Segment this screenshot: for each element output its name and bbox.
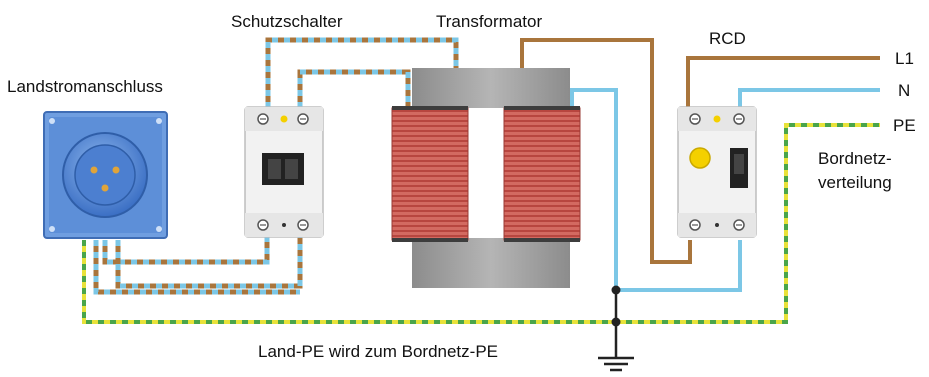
shore-cable-lower xyxy=(115,235,303,289)
shore-cable-upper xyxy=(102,235,270,265)
circuit-breaker xyxy=(244,106,324,238)
caption: Land-PE wird zum Bordnetz-PE xyxy=(258,342,498,361)
l1-output-wire xyxy=(686,56,880,108)
secondary-n-wire xyxy=(570,88,618,290)
shore-power-socket-icon xyxy=(43,111,168,239)
label-rcd: RCD xyxy=(709,29,746,48)
label-pe: PE xyxy=(893,116,916,135)
label-n: N xyxy=(898,81,910,100)
junction-n xyxy=(611,285,621,295)
ground-symbol-icon xyxy=(598,356,634,372)
pe-wire xyxy=(82,123,880,324)
label-landstromanschluss: Landstromanschluss xyxy=(7,77,163,96)
n-output-wire xyxy=(738,88,880,108)
label-bordnetz-line1: Bordnetz- xyxy=(818,149,892,168)
label-bordnetz-line2: verteilung xyxy=(818,173,892,192)
rcd-test-button xyxy=(689,147,711,169)
rcd-device xyxy=(677,106,757,238)
junction-pe xyxy=(611,317,621,327)
label-transformator: Transformator xyxy=(436,12,542,31)
shore-cable-outer xyxy=(93,240,300,295)
transformer xyxy=(391,68,581,288)
secondary-l1-wire xyxy=(520,38,692,264)
primary-wire-inner xyxy=(297,69,411,108)
label-schutzschalter: Schutzschalter xyxy=(231,12,343,31)
n-to-rcd-wire xyxy=(616,240,742,292)
label-l1: L1 xyxy=(895,49,914,68)
